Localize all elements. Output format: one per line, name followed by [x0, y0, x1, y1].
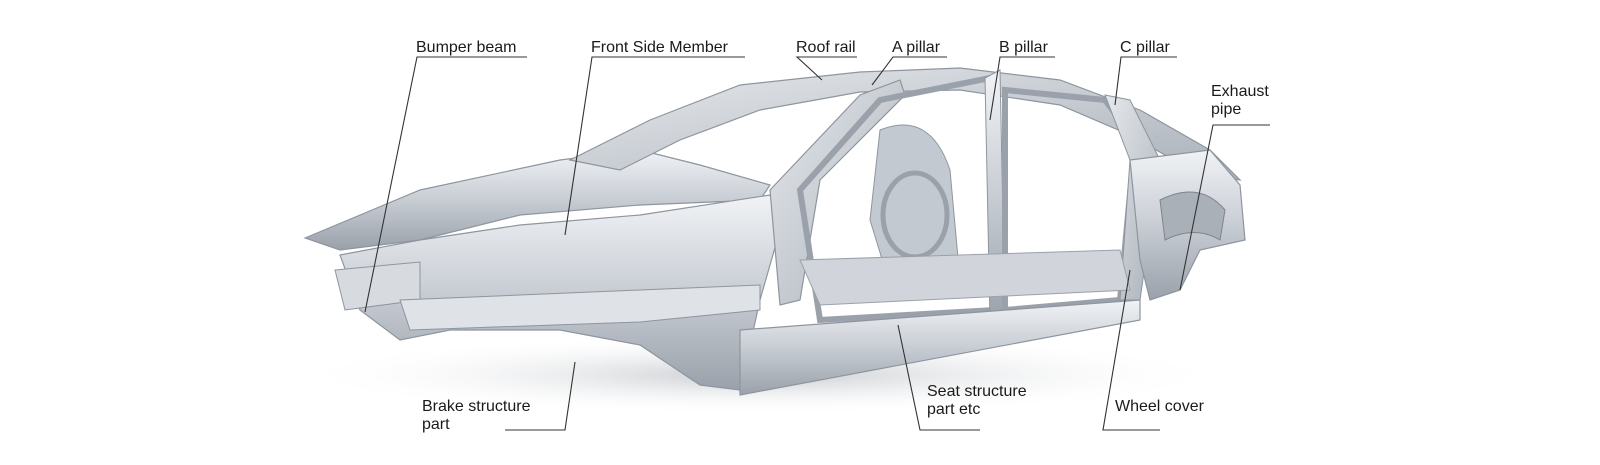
floor-panel: [799, 249, 1131, 306]
leader-a-pillar: [871, 56, 947, 86]
label-front-side-member: Front Side Member: [591, 39, 728, 56]
leader-front-side-member: [564, 56, 745, 236]
leader-wheel-cover: [1102, 269, 1160, 431]
leader-c-pillar: [1114, 56, 1177, 106]
hood-panel: [303, 149, 771, 251]
label-seat-structure: Seat structure part etc: [927, 383, 1027, 418]
leader-bumper-beam: [364, 56, 527, 313]
wheel-cover-shape: [1159, 191, 1226, 241]
label-bumper-beam: Bumper beam: [416, 39, 517, 56]
side-sill: [739, 299, 1141, 396]
front-side-member-shape: [399, 284, 761, 331]
leader-seat-structure: [897, 324, 980, 431]
leader-exhaust-pipe: [1179, 124, 1270, 291]
leader-roof-rail: [795, 56, 857, 81]
label-c-pillar: C pillar: [1120, 39, 1170, 56]
a-pillar-shape: [769, 79, 906, 306]
label-a-pillar: A pillar: [892, 39, 941, 56]
label-b-pillar: B pillar: [999, 39, 1048, 56]
leader-b-pillar: [989, 56, 1055, 121]
leader-brake-structure: [505, 361, 576, 431]
leader-lines: [364, 56, 1270, 431]
label-roof-rail: Roof rail: [796, 39, 856, 56]
label-exhaust-pipe: Exhaust pipe: [1211, 83, 1269, 118]
label-brake-structure: Brake structure part: [422, 398, 531, 433]
label-wheel-cover: Wheel cover: [1115, 398, 1204, 415]
